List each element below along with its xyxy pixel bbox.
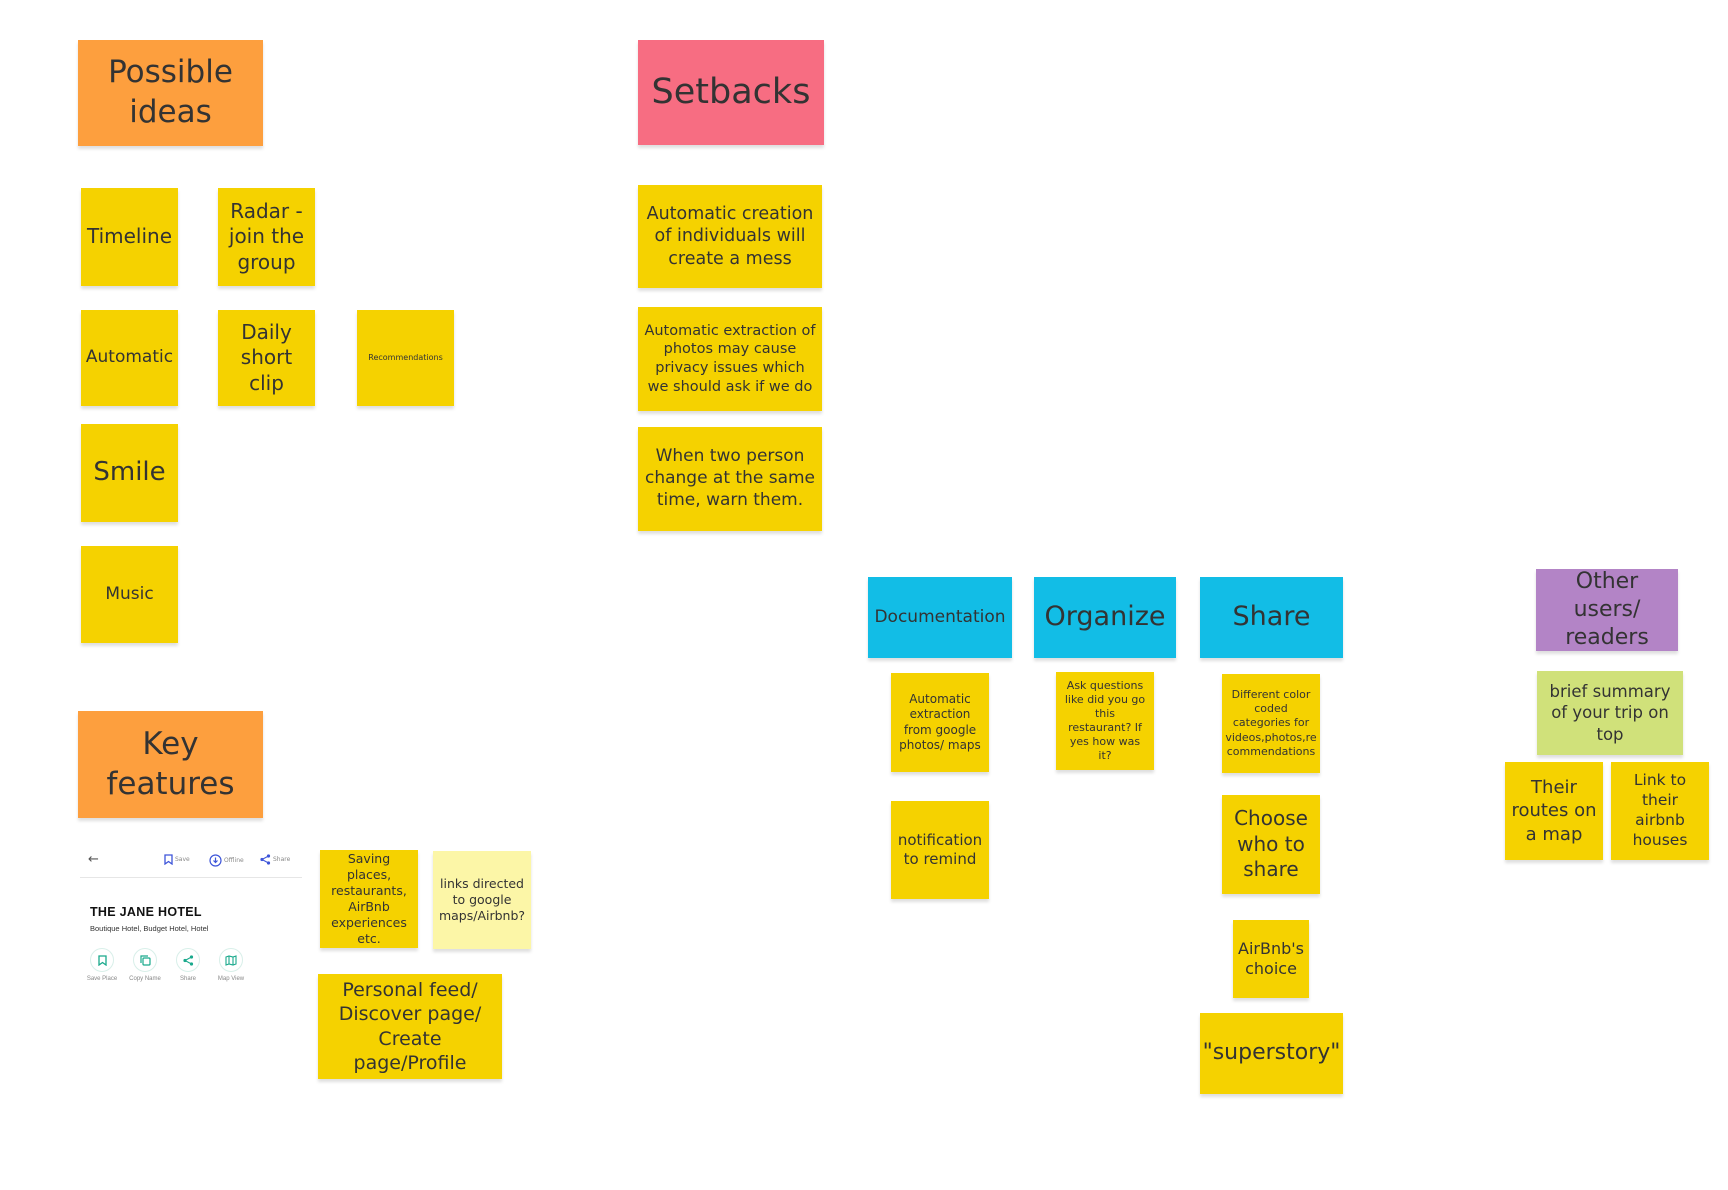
arrow-left-icon[interactable]: ← xyxy=(88,852,99,867)
sticky-note-text: Setbacks xyxy=(651,72,811,113)
toolbar-offline-button[interactable]: Offline xyxy=(209,854,244,867)
sticky-note-text: Automatic extraction of photos may cause… xyxy=(644,322,816,395)
sticky-note-automatic-extraction-google[interactable]: Automatic extraction from google photos/… xyxy=(891,673,989,772)
sticky-note-text: Link to their airbnb houses xyxy=(1632,771,1688,849)
sticky-note-key-features-header[interactable]: Key features xyxy=(78,711,263,818)
sticky-note-automatic[interactable]: Automatic xyxy=(81,310,178,406)
toolbar-share-label: Share xyxy=(273,856,291,863)
sticky-note-share-header[interactable]: Share xyxy=(1200,577,1343,658)
sticky-note-organize-header[interactable]: Organize xyxy=(1034,577,1176,658)
sticky-note-text: Organize xyxy=(1044,601,1166,633)
sticky-note-text: Automatic xyxy=(85,347,174,368)
download-icon xyxy=(209,854,222,867)
toolbar-share-button[interactable]: Share xyxy=(260,854,290,865)
sticky-note-text: Timeline xyxy=(86,224,173,249)
sticky-note-superstory[interactable]: "superstory" xyxy=(1200,1013,1343,1094)
map-view-label: Map View xyxy=(217,976,245,982)
sticky-note-personal-feed[interactable]: Personal feed/ Discover page/ Create pag… xyxy=(318,974,502,1079)
sticky-note-link-airbnb-houses[interactable]: Link to their airbnb houses xyxy=(1611,762,1709,860)
save-place-label: Save Place xyxy=(86,976,118,982)
sticky-note-text: Different color coded categories for vid… xyxy=(1225,688,1317,758)
copy-name-label: Copy Name xyxy=(129,976,161,982)
sticky-note-text: links directed to google maps/Airbnb? xyxy=(438,876,526,923)
sticky-note-text: Saving places, restaurants, AirBnb exper… xyxy=(331,851,407,946)
share-button[interactable]: Share xyxy=(167,948,209,982)
save-place-button[interactable]: Save Place xyxy=(81,948,123,982)
sticky-note-text: Automatic creation of individuals will c… xyxy=(646,203,814,269)
map-view-circle xyxy=(219,948,243,972)
sticky-note-text: Key features xyxy=(106,725,235,802)
bookmark-icon xyxy=(164,854,173,865)
sticky-note-text: AirBnb's choice xyxy=(1238,938,1304,978)
share-circle xyxy=(176,948,200,972)
sticky-note-text: Their routes on a map xyxy=(1511,777,1597,845)
sticky-note-daily-short-clip[interactable]: Daily short clip xyxy=(218,310,315,406)
share-icon xyxy=(182,954,193,966)
sticky-note-text: Choose who to share xyxy=(1234,806,1308,882)
map-view-button[interactable]: Map View xyxy=(210,948,252,982)
sticky-note-text: Music xyxy=(105,583,154,604)
copy-icon xyxy=(139,954,151,966)
sticky-note-documentation-header[interactable]: Documentation xyxy=(868,577,1012,658)
sticky-note-timeline[interactable]: Timeline xyxy=(81,188,178,286)
hotel-card-screenshot: ← Save Offline Share THE JANE HOTEL Bout… xyxy=(80,845,302,995)
toolbar-save-button[interactable]: Save xyxy=(164,854,190,865)
copy-name-button[interactable]: Copy Name xyxy=(124,948,166,982)
sticky-note-radar-join-group[interactable]: Radar - join the group xyxy=(218,188,315,286)
sticky-note-brief-summary[interactable]: brief summary of your trip on top xyxy=(1537,671,1683,755)
sticky-note-text: When two person change at the same time,… xyxy=(644,446,816,510)
sticky-note-text: Radar - join the group xyxy=(228,198,305,274)
sticky-note-music[interactable]: Music xyxy=(81,546,178,643)
sticky-note-text: notification to remind xyxy=(897,830,983,868)
sticky-note-setback-automatic-extraction[interactable]: Automatic extraction of photos may cause… xyxy=(638,307,822,411)
sticky-note-choose-who-to-share[interactable]: Choose who to share xyxy=(1222,795,1320,894)
toolbar-offline-label: Offline xyxy=(224,857,244,864)
sticky-note-airbnbs-choice[interactable]: AirBnb's choice xyxy=(1233,920,1309,998)
sticky-note-notification-to-remind[interactable]: notification to remind xyxy=(891,801,989,899)
save-place-circle xyxy=(90,948,114,972)
sticky-note-text: Possible ideas xyxy=(108,54,233,130)
sticky-note-possible-ideas-header[interactable]: Possible ideas xyxy=(78,40,263,146)
sticky-note-smile[interactable]: Smile xyxy=(81,424,178,522)
sticky-note-setback-automatic-creation[interactable]: Automatic creation of individuals will c… xyxy=(638,185,822,288)
sticky-note-their-routes[interactable]: Their routes on a map xyxy=(1505,762,1603,860)
sticky-note-text: Documentation xyxy=(874,606,1006,627)
sticky-note-text: Ask questions like did you go this resta… xyxy=(1064,678,1146,763)
sticky-note-text: Share xyxy=(1232,601,1311,633)
sticky-note-ask-questions[interactable]: Ask questions like did you go this resta… xyxy=(1056,672,1154,770)
hotel-subtitle: Boutique Hotel, Budget Hotel, Hotel xyxy=(90,924,209,933)
hotel-title: THE JANE HOTEL xyxy=(90,905,202,919)
sticky-note-text: Automatic extraction from google photos/… xyxy=(899,691,981,752)
sticky-note-color-coded-categories[interactable]: Different color coded categories for vid… xyxy=(1222,674,1320,773)
map-icon xyxy=(225,954,237,966)
bookmark-icon xyxy=(97,954,107,966)
sticky-note-text: Recommendations xyxy=(368,352,443,362)
sticky-note-text: Personal feed/ Discover page/ Create pag… xyxy=(338,978,482,1074)
sticky-note-text: Daily short clip xyxy=(240,319,293,395)
sticky-note-text: Smile xyxy=(93,457,166,488)
sticky-note-setbacks-header[interactable]: Setbacks xyxy=(638,40,824,145)
share-label: Share xyxy=(179,976,196,982)
sticky-note-saving-places[interactable]: Saving places, restaurants, AirBnb exper… xyxy=(320,850,418,948)
sticky-note-other-users-header[interactable]: Other users/ readers xyxy=(1536,569,1678,651)
hotel-card-toolbar: ← Save Offline Share xyxy=(80,845,302,878)
sticky-note-recommendations[interactable]: Recommendations xyxy=(357,310,454,406)
sticky-note-setback-two-person-change[interactable]: When two person change at the same time,… xyxy=(638,427,822,531)
sticky-note-text: Other users/ readers xyxy=(1565,569,1649,651)
sticky-note-links-directed[interactable]: links directed to google maps/Airbnb? xyxy=(433,851,531,949)
copy-name-circle xyxy=(133,948,157,972)
sticky-note-text: "superstory" xyxy=(1202,1040,1341,1066)
toolbar-save-label: Save xyxy=(175,856,190,863)
sticky-note-text: brief summary of your trip on top xyxy=(1549,682,1671,744)
share-icon xyxy=(260,854,271,865)
